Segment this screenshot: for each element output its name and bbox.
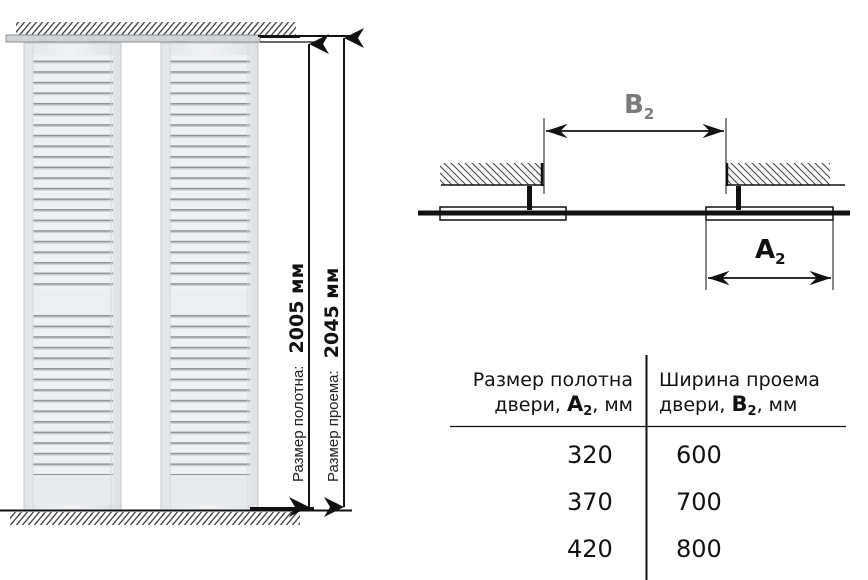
table-row-3-opening: 800 [676, 535, 722, 563]
table-row-2-leaf: 370 [567, 488, 613, 516]
table-row-1-leaf: 320 [567, 441, 613, 469]
table-header-leaf-size: Размер полотна двери, A2, мм [472, 369, 633, 419]
size-table-grid [450, 355, 846, 580]
opening-height-caption: Размер проема: [325, 370, 342, 482]
opening-height-value: 2045 мм [321, 264, 343, 362]
table-header-opening-width: Ширина проема двери, B2, мм [659, 369, 820, 419]
ceiling-hatch [16, 22, 296, 35]
table-row-2-opening: 700 [676, 488, 722, 516]
leaf-height-label: Размер полотна: 2005 мм [286, 259, 308, 482]
leaf-height-caption: Размер полотна: [290, 365, 307, 482]
opening-height-dimension-line [258, 27, 364, 517]
opening-height-label: Размер проема: 2045 мм [321, 264, 343, 482]
floor-hatch [0, 507, 352, 525]
leaf-height-value: 2005 мм [286, 259, 308, 357]
leaf-width-label: A2 [755, 235, 786, 268]
plan-diagram [418, 118, 850, 290]
door-leaf-2 [160, 42, 259, 511]
opening-width-label: B2 [624, 90, 655, 123]
table-row-3-leaf: 420 [567, 535, 613, 563]
table-row-1-opening: 600 [676, 441, 722, 469]
leaf-height-dimension-line [260, 34, 329, 517]
door-leaf-1 [23, 42, 122, 511]
